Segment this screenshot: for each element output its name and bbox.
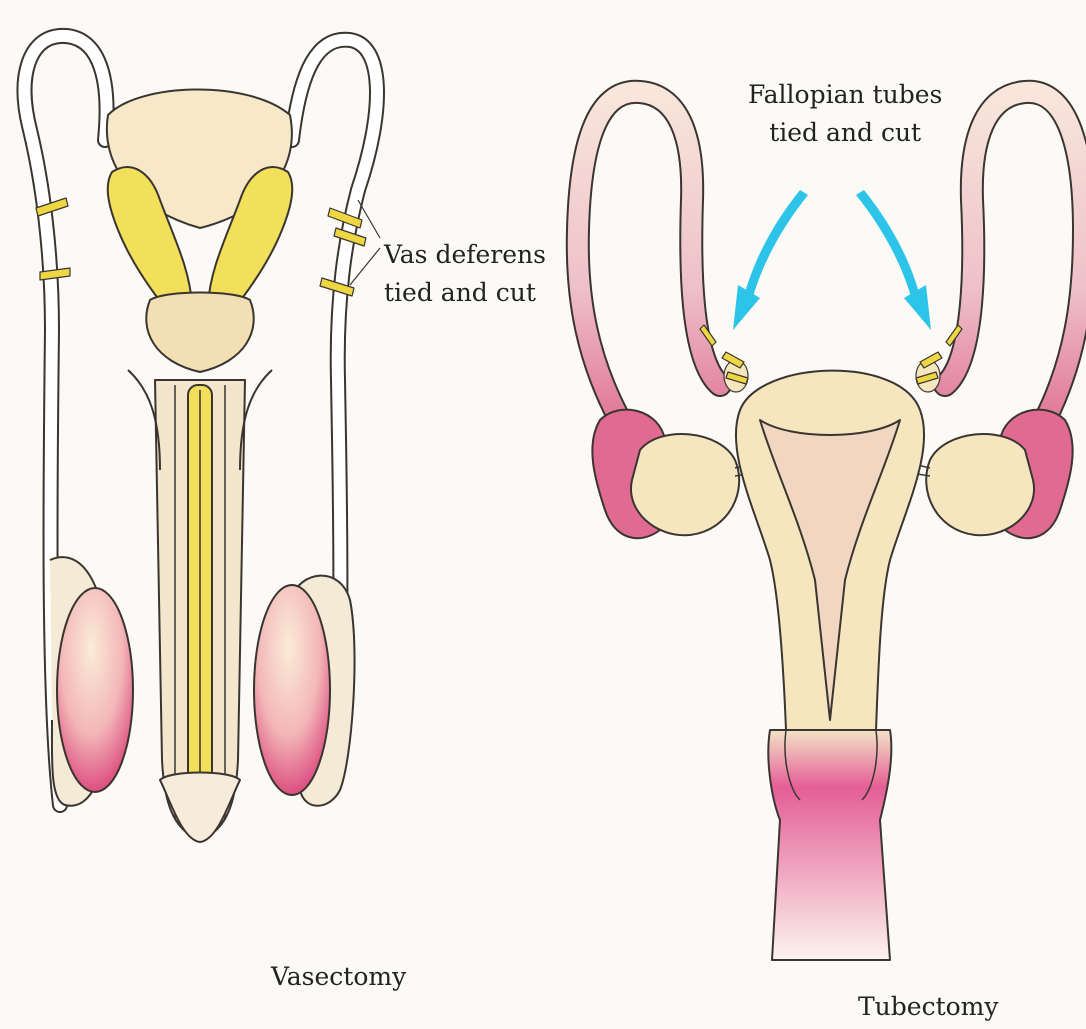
fallopian-label-line2: tied and cut [748,114,942,152]
vasectomy-caption: Vasectomy [271,962,406,991]
glans [160,773,240,843]
vas-label-line1: Vas deferens [384,236,546,274]
male-anatomy [25,36,380,842]
prostate [146,293,253,373]
vas-label-line2: tied and cut [384,274,546,312]
arrow-right [856,190,931,330]
ovary-left [631,434,739,535]
testis-right [254,576,355,806]
fallopian-label-line1: Fallopian tubes [748,76,942,114]
ovary-right [926,434,1034,535]
testis-left [50,557,133,806]
tubectomy-caption: Tubectomy [858,992,999,1021]
arrow-left [733,190,808,330]
fallopian-label: Fallopian tubes tied and cut [748,76,942,152]
female-anatomy [578,92,1084,960]
vas-deferens-label: Vas deferens tied and cut [384,236,546,312]
